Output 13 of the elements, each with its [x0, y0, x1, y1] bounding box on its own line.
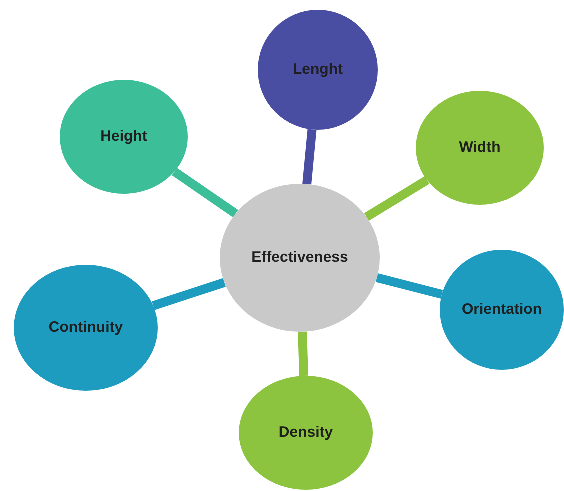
connector — [302, 129, 317, 185]
node-label: Lenght — [293, 60, 343, 80]
node-label: Width — [459, 138, 501, 158]
connector — [152, 278, 226, 310]
connector — [298, 332, 309, 376]
node-label: Effectiveness — [252, 248, 348, 268]
connector — [364, 176, 430, 222]
node-label: Continuity — [48, 318, 124, 338]
connector — [172, 168, 238, 218]
node-label: Density — [278, 424, 334, 442]
node-label: Height — [100, 128, 148, 146]
connector — [376, 273, 444, 299]
node-label: Orientation — [462, 300, 542, 320]
